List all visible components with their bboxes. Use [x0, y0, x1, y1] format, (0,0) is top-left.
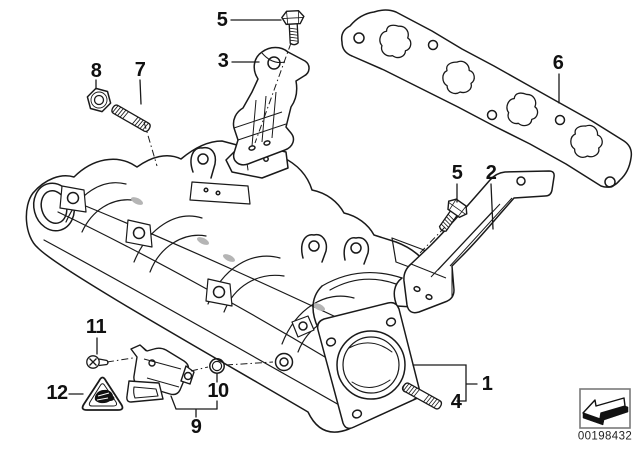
- support-bracket-upper-drawing: [232, 46, 310, 166]
- callout-7[interactable]: 7: [134, 59, 146, 81]
- callout-4[interactable]: 4: [450, 391, 462, 413]
- throttle-sensor-drawing: [126, 344, 195, 403]
- intake-manifold-drawing: [25, 140, 439, 433]
- support-bracket-lower-drawing: [403, 170, 555, 314]
- callout-5-lower[interactable]: 5: [451, 162, 463, 184]
- callout-12[interactable]: 12: [46, 382, 68, 404]
- callout-8[interactable]: 8: [90, 60, 102, 82]
- manifold-gasket-drawing: [340, 9, 633, 188]
- sensor-screw-drawing: [86, 355, 109, 369]
- callout-2[interactable]: 2: [485, 162, 497, 184]
- warning-triangle-icon: [81, 376, 124, 411]
- arrow-down-left-icon: [582, 397, 629, 426]
- callout-1[interactable]: 1: [481, 373, 493, 395]
- assembly-centerlines: [106, 42, 446, 372]
- callout-9[interactable]: 9: [190, 416, 202, 438]
- hex-bolt-upper-drawing: [280, 9, 306, 46]
- callout-11[interactable]: 11: [85, 316, 107, 338]
- thumbnail-nav-box[interactable]: [579, 388, 631, 429]
- callout-5-upper[interactable]: 5: [216, 9, 228, 31]
- o-ring-drawing: [209, 358, 225, 374]
- image-code: 00198432: [577, 430, 633, 443]
- callout-6[interactable]: 6: [552, 52, 564, 74]
- hex-nut-drawing: [86, 87, 112, 113]
- stud-bolt-7-drawing: [109, 103, 153, 134]
- leader-lines: [68, 19, 560, 418]
- callout-3[interactable]: 3: [217, 50, 229, 72]
- callout-10[interactable]: 10: [207, 380, 229, 402]
